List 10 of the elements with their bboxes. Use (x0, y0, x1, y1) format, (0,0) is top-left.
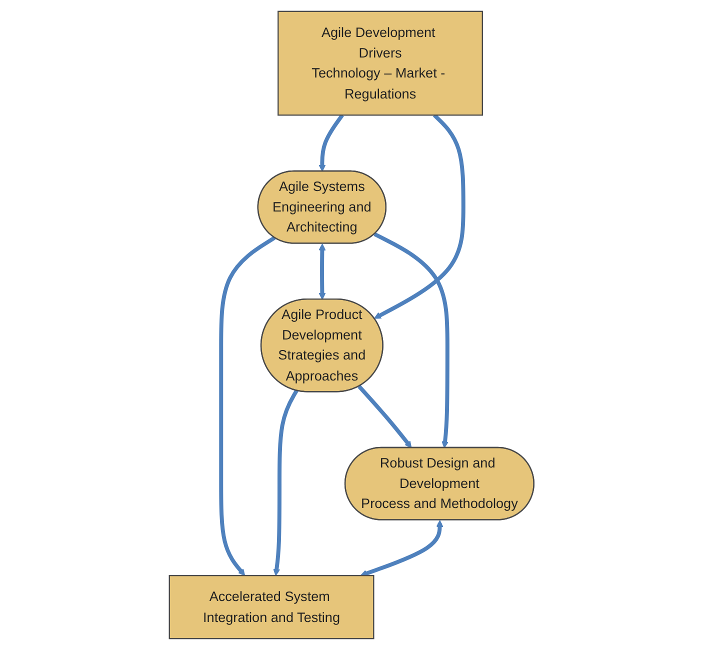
arrow (357, 385, 412, 448)
node-box: Agile Development Drivers Technology – Market - Regulations (277, 10, 483, 116)
node-box: Accelerated System Integration and Testing (168, 574, 374, 640)
arrow (318, 114, 344, 172)
arrow (360, 520, 444, 577)
arrow (273, 390, 298, 576)
arrow (219, 236, 276, 576)
arrow (374, 114, 466, 319)
arrow (318, 244, 326, 300)
arrow (374, 232, 450, 448)
